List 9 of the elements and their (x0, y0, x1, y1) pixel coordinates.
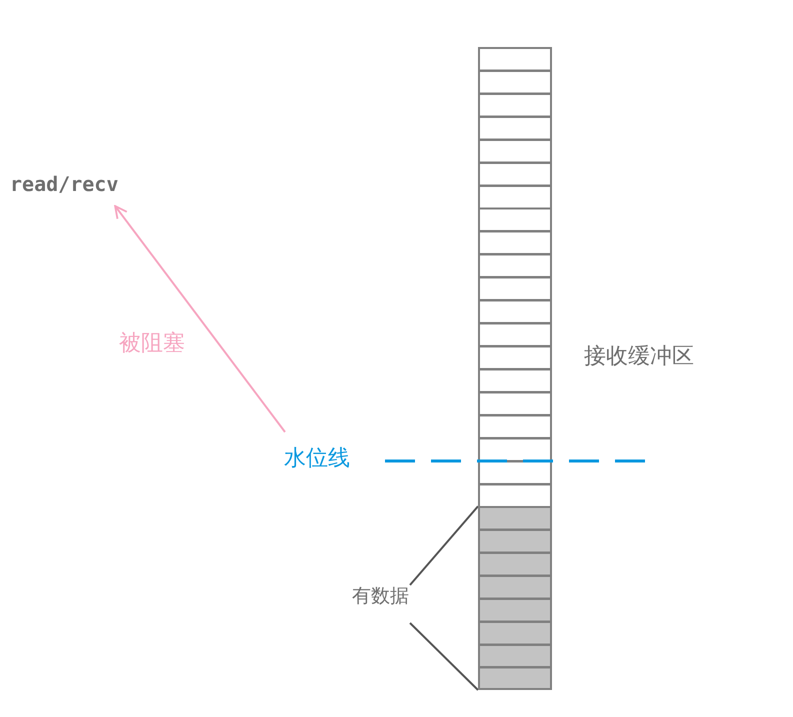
filled-buffer-slots (478, 506, 552, 690)
buffer-column (478, 47, 552, 690)
node-label: 水位线 (284, 432, 350, 472)
leader-line (409, 506, 479, 586)
node-label: 有数据 (352, 585, 410, 623)
buffer-caption: 接收缓冲区 (584, 344, 694, 370)
node-label: read/recv (10, 172, 118, 206)
arrow (114, 205, 286, 433)
leader-line (409, 622, 479, 691)
